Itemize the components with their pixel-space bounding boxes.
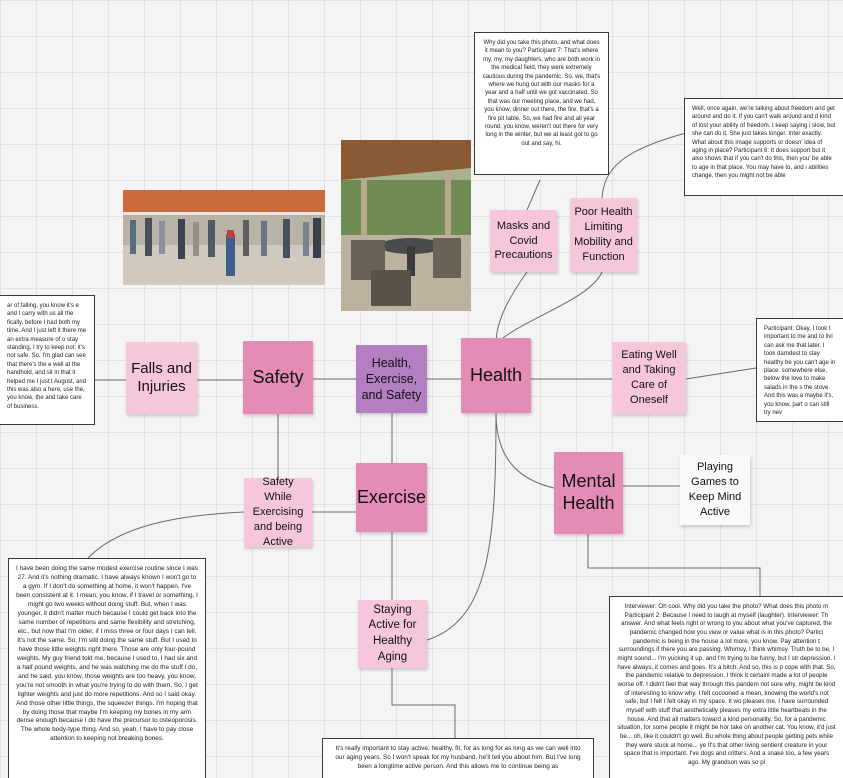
link-safety-exercising-quote (87, 511, 245, 559)
quote-falls-text: ar of falling, you know it's e and I car… (7, 303, 87, 410)
quote-poor-health-text: Well, once again, we're talking about fr… (692, 106, 836, 180)
note-exercise[interactable]: Exercise (356, 463, 427, 532)
link-eating-quote (685, 367, 757, 380)
note-eating-well[interactable]: Eating Well and Taking Care of Oneself (612, 342, 686, 414)
note-poor-health-label: Poor Health Limiting Mobility and Functi… (574, 206, 633, 263)
note-health-label: Health (469, 364, 523, 385)
note-staying-active-label: Staying Active for Healthy Aging (368, 603, 417, 663)
quote-staying-active-text: It's really important to stay active, he… (335, 745, 581, 770)
note-health[interactable]: Health (461, 338, 531, 413)
quote-exercise-text: I have been doing the same modest exerci… (16, 565, 198, 743)
quote-staying-active: It's really important to stay active, he… (322, 738, 594, 778)
link-health-poor-health (495, 271, 603, 345)
quote-eating-well: Participant: Okay, I took t important to… (756, 318, 843, 422)
exercise-class-photo (123, 190, 325, 285)
note-staying-active[interactable]: Staying Active for Healthy Aging (358, 600, 427, 668)
link-health-mental (495, 412, 555, 489)
note-safety[interactable]: Safety (243, 341, 313, 414)
link-health-masks (495, 271, 528, 345)
quote-eating-well-text: Participant: Okay, I took t important to… (764, 326, 836, 416)
note-health-exercise-safety[interactable]: Health, Exercise, and Safety (356, 345, 427, 413)
quote-masks-text: Why did you take this photo, and what do… (482, 40, 601, 147)
link-mental-quote (587, 534, 761, 596)
note-health-exercise-safety-label: Health, Exercise, and Safety (361, 355, 422, 403)
note-eating-well-label: Eating Well and Taking Care of Oneself (621, 349, 677, 406)
quote-exercise: I have been doing the same modest exerci… (8, 558, 206, 778)
link-staying-active-quote (391, 668, 456, 738)
note-mental-health-label: Mental Health (561, 471, 616, 513)
note-falls-injuries[interactable]: Falls and Injuries (126, 342, 197, 414)
quote-mental-health-text: Interviewer: Oh cool. Why did you take t… (617, 603, 836, 767)
quote-falls: ar of falling, you know it's e and I car… (0, 295, 95, 425)
note-playing-games-label: Playing Games to Keep Mind Active (688, 461, 742, 518)
note-falls-injuries-label: Falls and Injuries (131, 360, 192, 395)
note-poor-health[interactable]: Poor Health Limiting Mobility and Functi… (570, 198, 637, 272)
note-safety-label: Safety (252, 366, 304, 387)
quote-masks: Why did you take this photo, and what do… (474, 32, 609, 175)
link-poor-health-quote (601, 131, 691, 199)
note-masks-covid-label: Masks and Covid Precautions (494, 219, 553, 262)
quote-poor-health: Well, once again, we're talking about fr… (684, 98, 843, 196)
link-masks-quote (526, 179, 541, 211)
note-mental-health[interactable]: Mental Health (554, 452, 623, 534)
note-safety-while-exercising[interactable]: Safety While Exercising and being Active (244, 476, 312, 548)
note-safety-while-exercising-label: Safety While Exercising and being Active (252, 476, 304, 548)
note-masks-covid[interactable]: Masks and Covid Precautions (490, 210, 557, 272)
patio-photo (341, 140, 471, 311)
note-playing-games[interactable]: Playing Games to Keep Mind Active (680, 455, 750, 525)
link-health-staying-active (426, 412, 497, 641)
note-exercise-label: Exercise (356, 486, 427, 507)
quote-mental-health: Interviewer: Oh cool. Why did you take t… (609, 596, 843, 778)
